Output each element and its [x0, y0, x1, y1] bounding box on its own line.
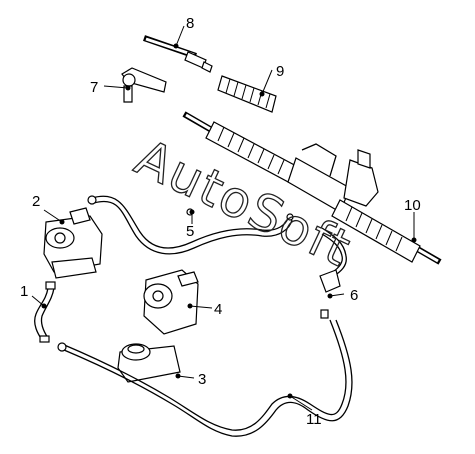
part-7-tie-rod-end	[121, 67, 167, 103]
callout-2: 2	[32, 193, 40, 210]
callout-9: 9	[276, 63, 284, 80]
part-8-tie-rod	[143, 35, 213, 73]
callout-8: 8	[186, 15, 194, 32]
part-1-hose	[34, 281, 56, 343]
callout-6: 6	[350, 287, 358, 304]
part-3-reservoir	[117, 343, 181, 383]
callout-11: 11	[306, 411, 322, 428]
callout-10: 10	[404, 197, 421, 214]
callout-numbers: 8 9 7 10 2 5 6 4 3 1 11	[20, 15, 421, 428]
part-4-pump	[143, 269, 199, 335]
callout-leaders	[31, 25, 417, 411]
callout-7: 7	[90, 79, 98, 96]
part-5-pressure-hose	[87, 195, 294, 255]
part-10-steering-rack	[182, 111, 442, 265]
callout-3: 3	[198, 371, 206, 388]
part-11-return-line	[57, 319, 353, 437]
part-6-bracket-pipe	[319, 227, 347, 319]
callout-5: 5	[186, 223, 194, 240]
callout-4: 4	[214, 301, 222, 318]
callout-1: 1	[20, 283, 28, 300]
part-9-boot	[217, 75, 277, 113]
part-2-pump-reservoir	[43, 207, 103, 279]
